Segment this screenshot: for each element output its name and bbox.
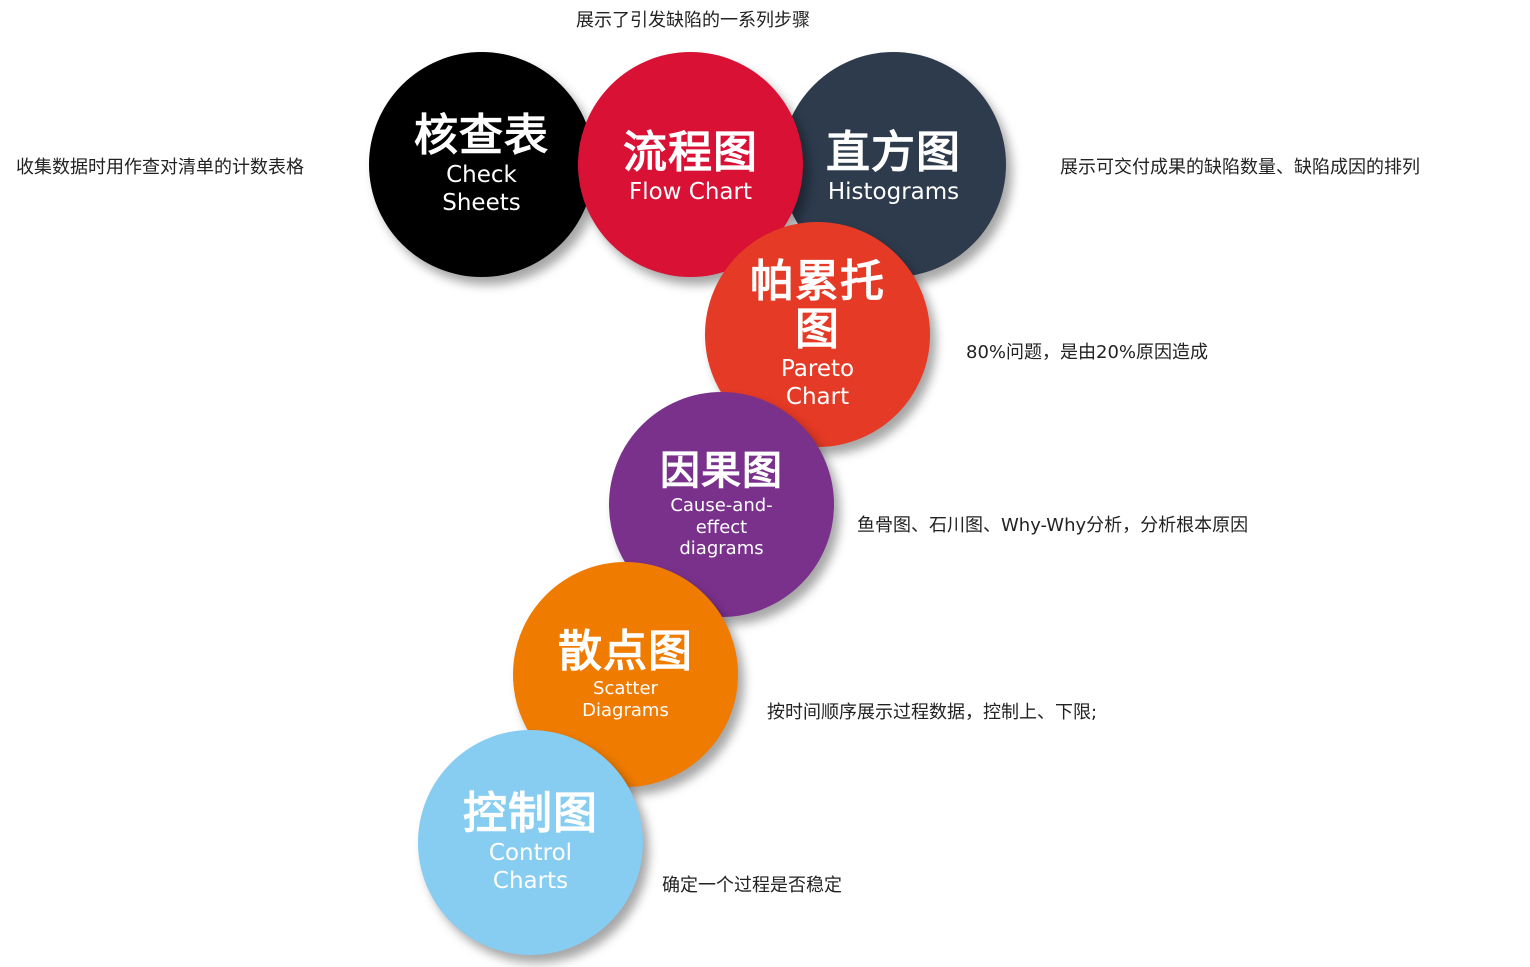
cause-effect-en-label-3: diagrams <box>679 538 764 560</box>
check-sheets-en-label-2: Sheets <box>442 189 521 216</box>
pareto-chart-en-label-1: Pareto <box>780 356 855 383</box>
control-charts-cn-label: 控制图 <box>463 787 598 839</box>
check-sheets-description: 收集数据时用作查对清单的计数表格 <box>16 157 304 178</box>
control-charts-en-label-2: Charts <box>492 867 569 894</box>
cause-effect-cn-label: 因果图 <box>660 448 783 495</box>
histograms-en-label: Histograms <box>827 178 960 205</box>
cause-effect-en-label-1: Cause-and- <box>670 495 773 517</box>
check-sheets-circle: 核查表 Check Sheets <box>369 52 594 277</box>
scatter-diagrams-en-label-1: Scatter <box>593 678 658 700</box>
check-sheets-en-label-1: Check <box>446 162 517 189</box>
pareto-chart-cn-label-2: 图 <box>795 303 840 355</box>
control-charts-description: 确定一个过程是否稳定 <box>662 875 842 896</box>
cause-effect-en-label-2: effect <box>695 516 748 538</box>
control-charts-en-label-1: Control <box>488 840 573 867</box>
flow-chart-description: 展示了引发缺陷的一系列步骤 <box>576 10 810 31</box>
flow-chart-en-label: Flow Chart <box>628 178 753 205</box>
histograms-description: 展示可交付成果的缺陷数量、缺陷成因的排列 <box>1060 157 1420 178</box>
pareto-chart-cn-label-1: 帕累托 <box>750 255 885 307</box>
flow-chart-cn-label: 流程图 <box>623 126 758 178</box>
scatter-diagrams-description: 按时间顺序展示过程数据，控制上、下限; <box>767 702 1098 723</box>
check-sheets-cn-label: 核查表 <box>414 109 549 161</box>
pareto-chart-en-label-2: Chart <box>785 383 850 410</box>
scatter-diagrams-cn-label: 散点图 <box>558 625 693 677</box>
control-charts-circle: 控制图 Control Charts <box>418 730 643 955</box>
histograms-cn-label: 直方图 <box>826 126 961 178</box>
cause-effect-description: 鱼骨图、石川图、Why-Why分析，分析根本原因 <box>857 515 1249 536</box>
pareto-chart-description: 80%问题，是由20%原因造成 <box>966 342 1209 363</box>
scatter-diagrams-en-label-2: Diagrams <box>582 699 669 721</box>
